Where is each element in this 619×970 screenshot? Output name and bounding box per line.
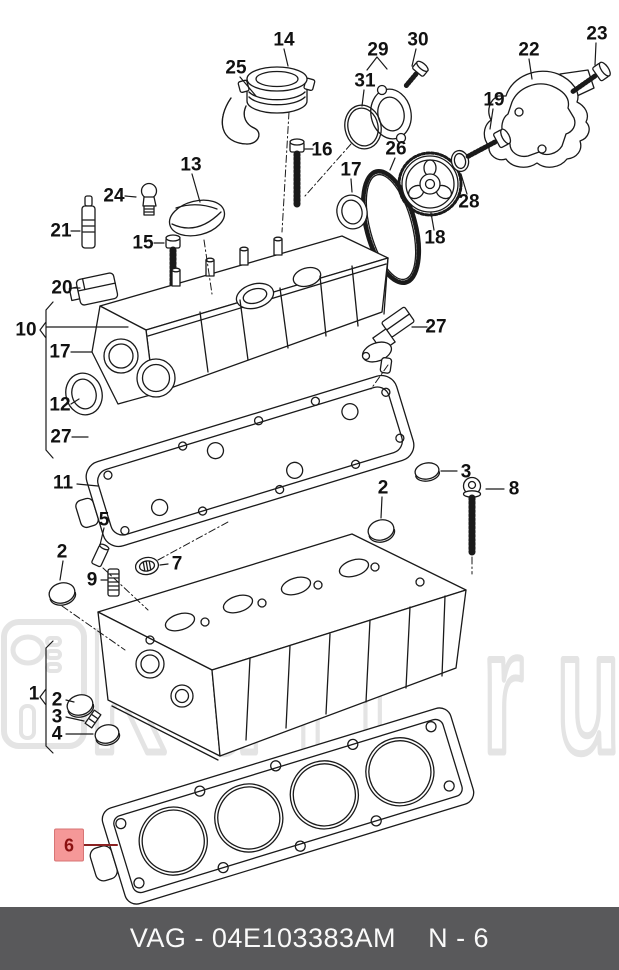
callout-24: 24 [103,185,125,207]
sensor-27-drawing [361,306,415,374]
callout-18: 18 [424,227,446,249]
callout-29: 29 [367,39,389,61]
callout-14: 14 [273,29,295,51]
callout-2: 2 [377,477,389,499]
centerlines [61,111,473,651]
callout-12: 12 [49,394,71,416]
callout-1: 1 [28,683,40,705]
callout-27: 27 [50,426,72,448]
callout-9: 9 [86,569,98,591]
callout-28: 28 [458,191,480,213]
kuli-logo-mark [1,619,87,749]
head-gasket-drawing [89,707,475,905]
sensor-20-drawing [68,272,119,306]
small-parts-drawings [48,462,482,746]
callout-4: 4 [51,723,63,745]
exploded-diagram-art [39,42,611,905]
callout-15: 15 [132,232,154,254]
bolt-23-drawing [569,61,611,95]
callout-13: 13 [180,154,202,176]
plug-tube-drawing [81,195,96,249]
callout-5: 5 [98,509,110,531]
cover-gasket-drawing [75,374,415,548]
bolt-30-drawing [403,60,429,88]
callout-16: 16 [311,139,333,161]
footer-bar: VAG - 04E103383AM N - 6 [0,907,619,970]
callout-3: 3 [51,706,63,728]
cylinder-head-drawing [97,533,467,761]
page-indicator: N - 6 [428,923,490,953]
callout-19: 19 [483,89,505,111]
callout-11: 11 [52,472,74,494]
callout-31: 31 [354,70,376,92]
cap-13-drawing [168,199,226,237]
callout-22: 22 [518,39,540,61]
leader-lines [39,42,597,846]
callout-2: 2 [51,689,63,711]
callout-8: 8 [508,478,520,500]
callout-27: 27 [425,316,447,338]
callout-2: 2 [56,541,68,563]
valve-cover-drawing [91,235,389,405]
callout-25: 25 [225,57,247,79]
callout-17: 17 [340,159,362,181]
callout-6-highlighted: 6 [54,828,84,862]
callout-17: 17 [49,341,71,363]
callout-30: 30 [407,29,429,51]
oil-cap-drawing [237,66,316,114]
sealing-flange-drawing [344,84,412,150]
cam-seal-drawing [336,194,368,230]
bolt-19-drawing [464,128,512,160]
catalog-part-number: VAG - 04E103383AM [129,923,397,953]
breather-hose-drawing [221,97,260,145]
washer-drawing [450,149,470,173]
callout-3: 3 [460,461,472,483]
callout-21: 21 [50,220,72,242]
callout-23: 23 [586,23,608,45]
callout-26: 26 [385,138,407,160]
seal-12-drawing [65,372,103,416]
timing-cover-drawing [483,69,595,168]
cam-gear-drawing [397,151,463,217]
bolt-16-drawing [289,138,305,208]
ball-stud-drawing [140,182,158,216]
callout-20: 20 [51,277,73,299]
callout-10: 10 [15,319,37,341]
callout-7: 7 [171,553,183,575]
